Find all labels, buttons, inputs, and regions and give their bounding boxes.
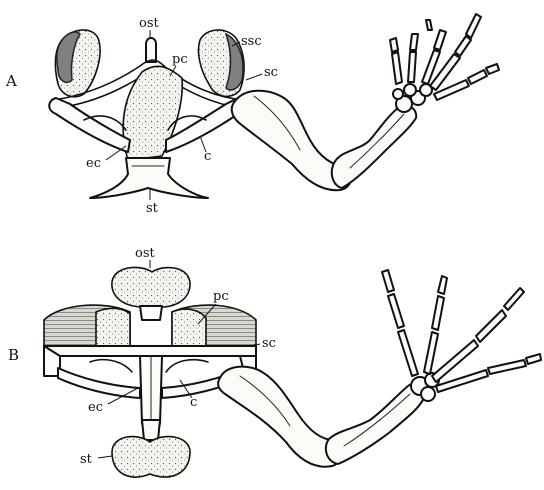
panel-a-label-st: st: [146, 201, 159, 216]
panel-a-omosternum: [146, 38, 156, 62]
panel-a-label-sc: sc: [264, 65, 278, 80]
panel-a-suprascapula-right: [198, 30, 244, 96]
panel-a-label-ssc: ssc: [241, 34, 262, 49]
panel-b-label-sc: sc: [262, 336, 276, 351]
panel-a: A: [5, 14, 499, 216]
panel-a-radioulna: [332, 106, 416, 188]
panel-b: B: [8, 246, 541, 477]
panel-a-label-ost: ost: [139, 16, 159, 31]
panel-b-suprascapula-left: [44, 305, 130, 348]
panel-a-label-c: c: [204, 149, 211, 164]
panel-b-letter: B: [8, 346, 19, 364]
panel-b-label-st: st: [80, 452, 93, 467]
panel-a-letter: A: [5, 72, 17, 90]
panel-b-label-ost: ost: [135, 246, 155, 261]
panel-b-suprascapula-right: [172, 305, 256, 348]
panel-a-label-ec: ec: [86, 156, 101, 171]
panel-b-label-ec: ec: [88, 400, 103, 415]
panel-b-humerus: [218, 367, 343, 467]
panel-a-sternum: [90, 158, 208, 198]
panel-a-label-pc: pc: [172, 52, 188, 67]
panel-b-label-pc: pc: [213, 289, 229, 304]
panel-b-digits: [382, 270, 541, 392]
panel-a-coracoid-left: [49, 98, 130, 152]
panel-a-suprascapula-left: [55, 30, 100, 97]
panel-b-omosternum: [112, 267, 190, 307]
panel-b-sternum: [112, 437, 190, 477]
panel-b-xiphisternum-neck: [142, 420, 160, 440]
panel-b-clavicle-bar: [44, 346, 256, 356]
